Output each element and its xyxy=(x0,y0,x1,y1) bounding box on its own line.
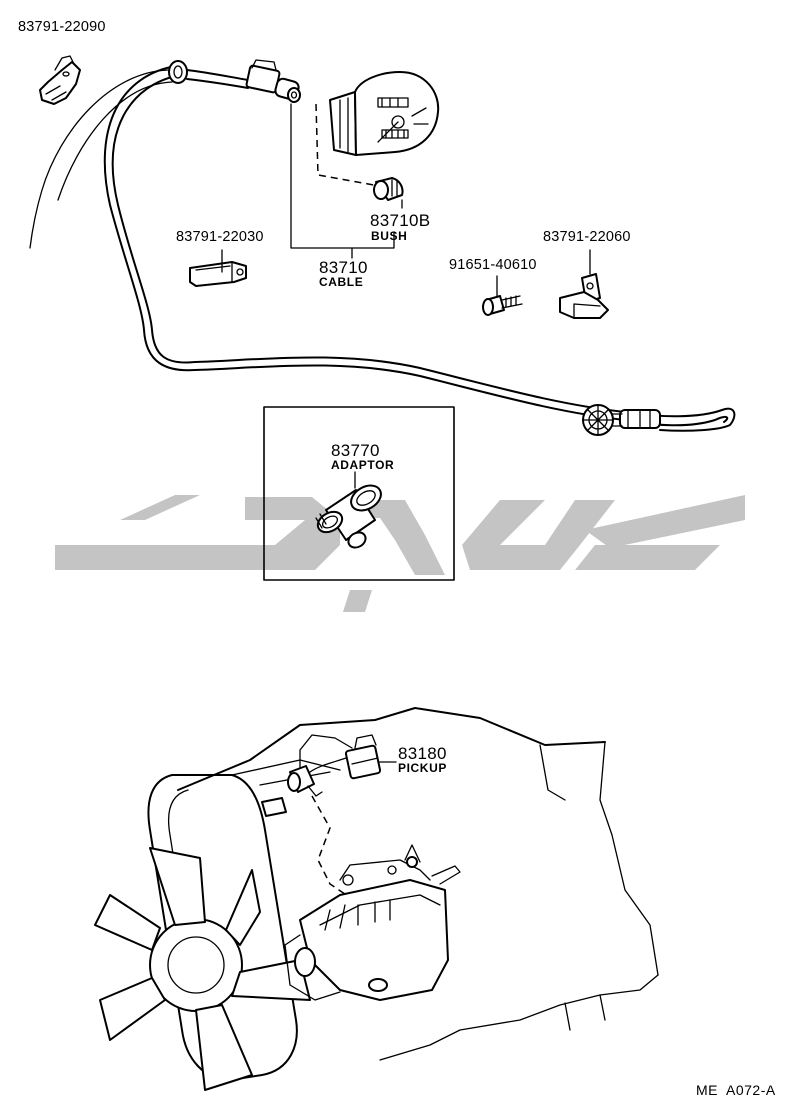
clamp-22090-label: 83791-22090 xyxy=(18,19,106,35)
speedometer-cable xyxy=(29,59,736,436)
clamp-22030-label: 83791-22030 xyxy=(176,229,264,245)
pickup-name-label: PICKUP xyxy=(398,761,447,775)
clamp-22060-label: 83791-22060 xyxy=(543,229,631,245)
cable-name-label: CABLE xyxy=(319,275,364,289)
speedometer-gauge-icon xyxy=(329,71,440,156)
fan-icon xyxy=(94,847,311,1091)
adaptor-icon xyxy=(315,471,382,549)
cable-callout-bracket xyxy=(290,103,395,259)
adaptor-number-label: 83770 xyxy=(331,441,380,460)
clamp-22060-icon xyxy=(559,249,609,319)
pickup-sensor-icon xyxy=(287,734,397,797)
bush-number-label: 83710B xyxy=(370,211,431,230)
clamp-22030-icon xyxy=(189,249,247,287)
cable-number-label: 83710 xyxy=(319,258,368,277)
bolt-icon xyxy=(482,275,523,316)
adaptor-box xyxy=(263,406,455,581)
watermark-logo xyxy=(55,495,745,612)
bush-icon xyxy=(315,103,404,209)
injection-pump-icon xyxy=(284,844,461,1001)
diagram-code-label: ME A072-A xyxy=(696,1082,776,1098)
engine-assembly-icon xyxy=(94,707,659,1091)
bolt-label: 91651-40610 xyxy=(449,257,537,273)
pickup-number-label: 83180 xyxy=(398,744,447,763)
clamp-22090-icon xyxy=(39,55,81,105)
bush-name-label: BUSH xyxy=(371,229,408,243)
adaptor-name-label: ADAPTOR xyxy=(331,458,395,472)
